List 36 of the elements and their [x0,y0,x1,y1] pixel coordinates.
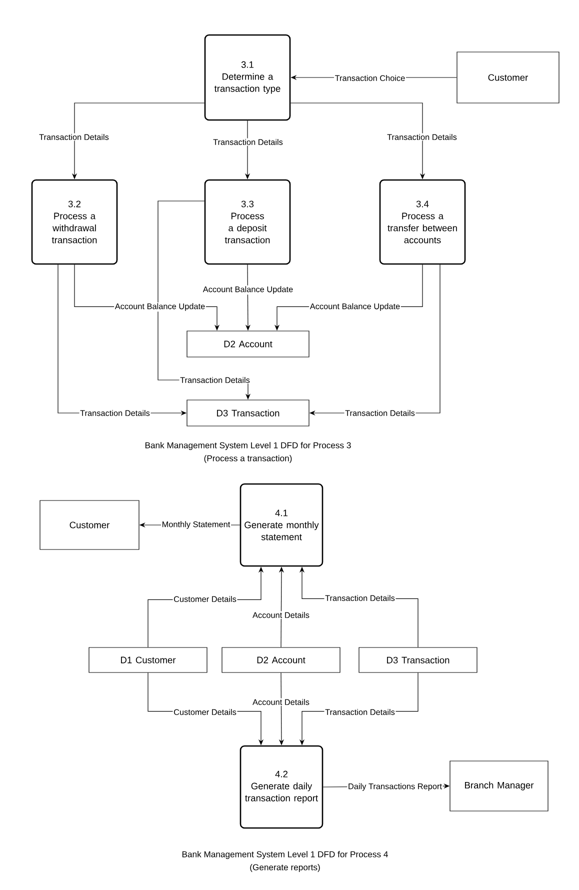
edge-label: Transaction Details [38,133,110,141]
edge-label: Transaction Details [212,138,284,146]
external-entity-box: Customer [40,500,140,550]
external-entity-box: Customer [456,52,560,104]
edge-label: Daily Transactions Report [347,782,443,792]
edge-label: Transaction Details [386,133,458,141]
edge-label: Account Balance Update [202,285,294,295]
edge-label: Transaction Choice [334,74,406,82]
process-box: 4.1 Generate monthly statement [240,483,324,567]
caption-text: Bank Management System Level 1 DFD for Process 4 [182,851,388,860]
edge-label: Account Balance Update [309,302,401,312]
data-store-box: D3 Transaction [186,400,310,426]
edge-label: Transaction Details [79,409,151,417]
process-box: 3.2 Process a withdrawal transaction [31,179,118,265]
edge-label: Transaction Details [344,409,416,417]
process-box: 4.2 Generate daily transaction report [240,745,324,829]
process-box: 3.1 Determine a transaction type [204,34,291,121]
edge-label: Monthly Statement [161,520,231,530]
process-box: 3.4 Process a transfer between accounts [379,179,466,265]
edge-label: Transaction Details [324,594,396,602]
data-store-box: D2 Account [186,330,310,358]
edge-label: Account Details [252,611,310,619]
edge-label: Customer Details [172,595,238,603]
process-box: 3.3 Process a deposit transaction [204,179,291,265]
caption-text: Bank Management System Level 1 DFD for Process 3 [145,442,351,450]
data-store-box: D2 Account [222,647,340,673]
data-store-box: D1 Customer [88,647,208,673]
edge-label: Transaction Details [179,376,251,384]
data-store-box: D3 Transaction [358,647,478,673]
edge-label: Transaction Details [324,708,396,716]
caption-text: (Generate reports) [250,864,320,872]
external-entity-box: Branch Manager [450,760,548,812]
edge-label: Account Balance Update [114,302,206,312]
edge-label: Customer Details [172,708,238,716]
caption-text: (Process a transaction) [204,455,292,463]
edge-label: Account Details [252,698,310,706]
